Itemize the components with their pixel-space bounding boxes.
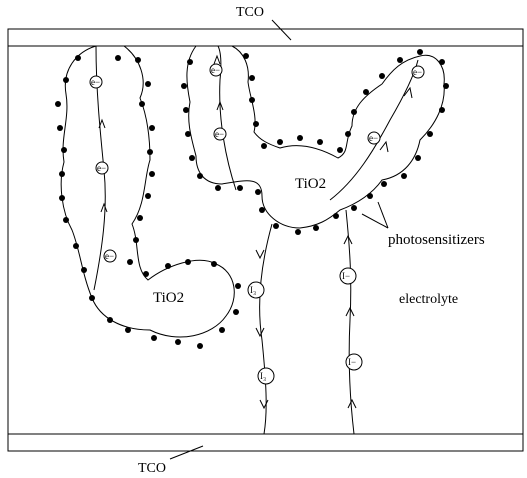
tio2-right-label: TiO2	[295, 176, 326, 192]
svg-text:I₃: I₃	[260, 371, 266, 381]
triiodide-marker: I₃	[257, 367, 275, 385]
tio2-left-particle	[60, 45, 235, 338]
electron-path-right-b	[329, 59, 419, 201]
sensitizer-dots-right	[181, 49, 449, 235]
triiodide-marker: I₃	[247, 281, 265, 299]
iodide-path	[345, 209, 355, 435]
direction-arrows	[98, 54, 413, 410]
svg-text:I−: I−	[348, 357, 356, 367]
electron-marker: e−	[213, 127, 227, 141]
electron-marker: e−	[411, 65, 425, 79]
svg-text:e−: e−	[211, 65, 220, 75]
svg-text:I−: I−	[342, 271, 350, 281]
svg-text:I₃: I₃	[250, 285, 256, 295]
svg-text:e−: e−	[413, 67, 422, 77]
electrolyte-label: electrolyte	[399, 292, 458, 307]
sensitizer-dots-left	[55, 55, 241, 349]
tco-top-label: TCO	[236, 5, 264, 20]
electron-marker: e−	[209, 63, 223, 77]
triiodide-path	[259, 223, 273, 435]
tco-bottom-label: TCO	[138, 461, 166, 476]
svg-text:e−: e−	[105, 251, 114, 261]
photosensitizers-pointer-b	[377, 201, 389, 229]
tco-top-layer	[7, 28, 524, 47]
tco-bottom-pointer	[169, 445, 204, 460]
svg-text:e−: e−	[369, 133, 378, 143]
photosensitizers-label: photosensitizers	[388, 232, 485, 248]
cell-outline	[7, 45, 524, 435]
electron-marker: e−	[95, 161, 109, 175]
svg-text:e−: e−	[91, 77, 100, 87]
photosensitizers-pointer-a	[361, 213, 389, 229]
tco-bottom-layer	[7, 433, 524, 452]
svg-text:e−: e−	[215, 129, 224, 139]
svg-text:e−: e−	[97, 163, 106, 173]
iodide-marker: I−	[345, 353, 363, 371]
electron-marker: e−	[89, 75, 103, 89]
iodide-marker: I−	[339, 267, 357, 285]
electron-marker: e−	[103, 249, 117, 263]
tco-top-pointer	[271, 19, 292, 41]
tio2-left-label: TiO2	[153, 290, 184, 306]
electron-marker: e−	[367, 131, 381, 145]
electron-path-right-a	[217, 45, 237, 191]
